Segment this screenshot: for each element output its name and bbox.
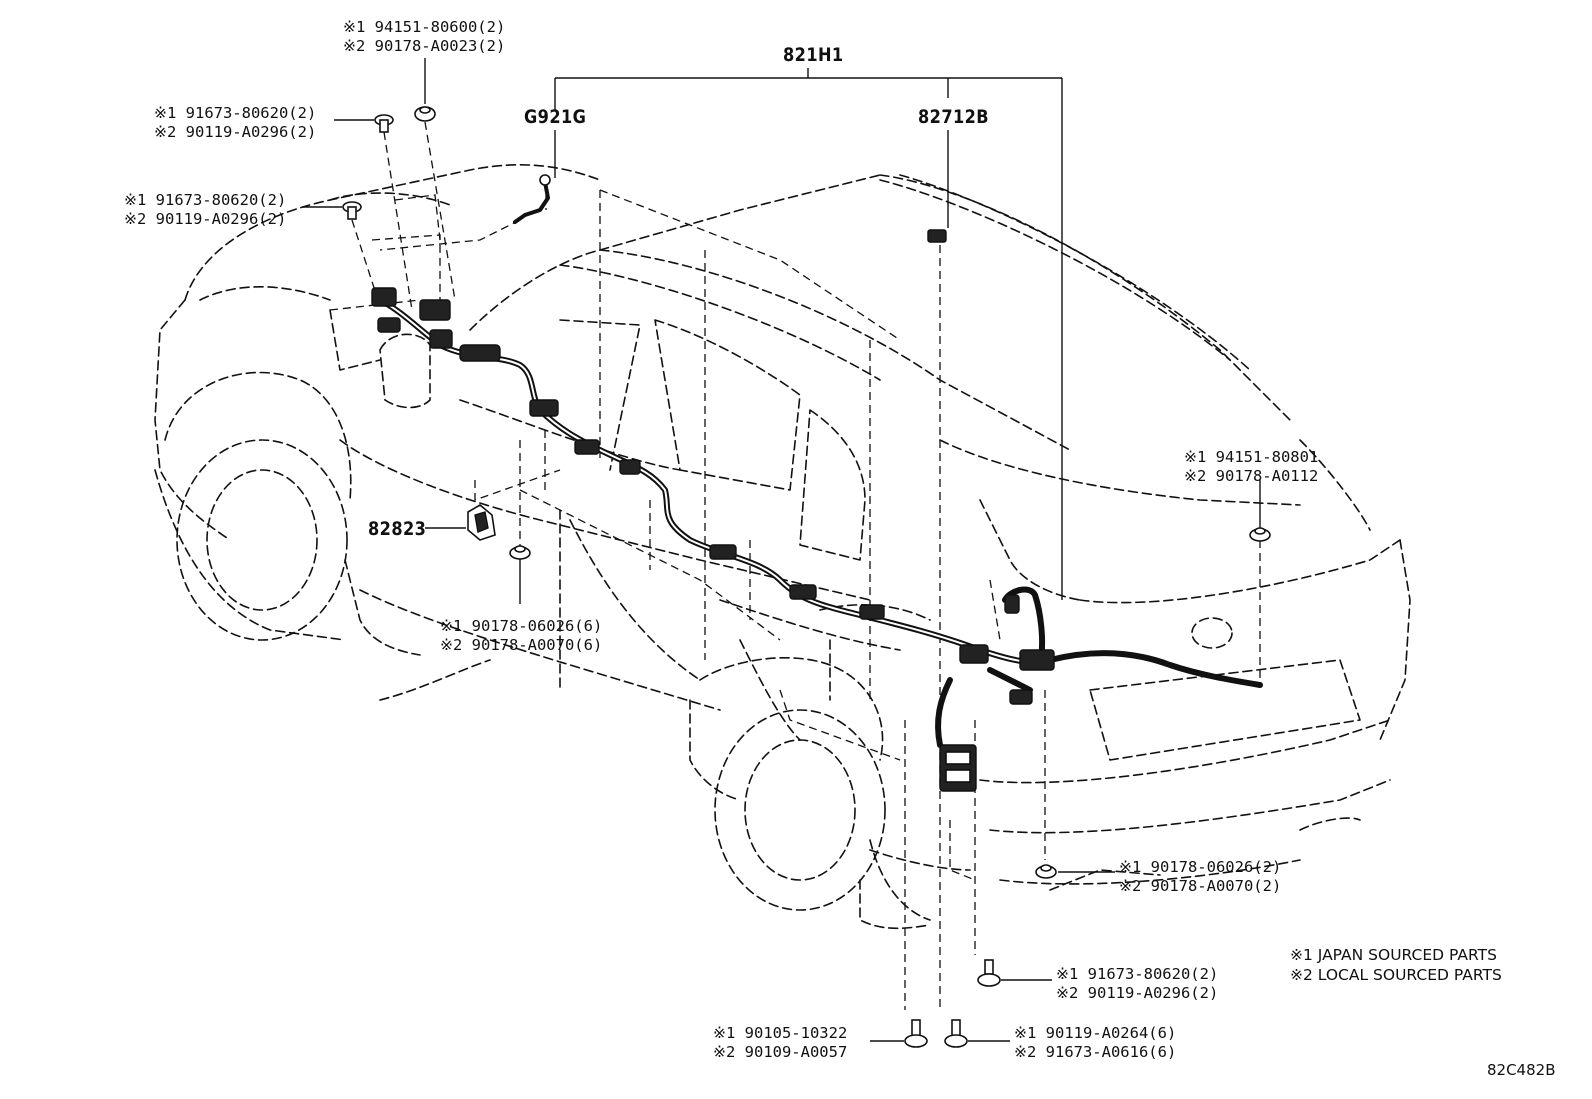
fastener-line-japan: ※1 90178-06026(2) bbox=[1119, 858, 1282, 876]
fastener-label-bottom-bolt-left: ※1 90105-10322 ※2 90109-A0057 bbox=[713, 1024, 847, 1062]
wire-harness-821H1 bbox=[371, 287, 1263, 792]
bolt-bottom-right-icon bbox=[944, 1019, 968, 1048]
fastener-line-local: ※2 90119-A0296(2) bbox=[154, 123, 317, 141]
fastener-line-local: ※2 90119-A0296(2) bbox=[1056, 984, 1219, 1002]
label-connector-82712B: 82712B bbox=[918, 106, 990, 128]
fastener-line-local: ※2 90178-A0112 bbox=[1184, 467, 1319, 485]
fastener-label-bumper-clip: ※1 90178-06026(2) ※2 90178-A0070(2) bbox=[1119, 858, 1281, 896]
fastener-line-local: ※2 90109-A0057 bbox=[713, 1043, 848, 1061]
fastener-line-japan: ※1 91673-80620(2) bbox=[124, 191, 287, 209]
bolt-bottom-left-icon bbox=[904, 1019, 928, 1048]
fastener-line-japan: ※1 91673-80620(2) bbox=[154, 104, 317, 122]
bracket-82823-icon bbox=[467, 504, 496, 541]
bolt-lower-icon bbox=[977, 959, 1001, 987]
fastener-label-floor-clip: ※1 90178-06026(6) ※2 90178-A0070(6) bbox=[440, 617, 602, 655]
label-harness-821H1: 821H1 bbox=[783, 44, 844, 66]
bolt-top-a-icon bbox=[374, 114, 394, 133]
fastener-line-japan: ※1 94151-80801 bbox=[1184, 448, 1319, 466]
leader-lines bbox=[302, 58, 1261, 1042]
label-ground-wire-G921G: G921G bbox=[524, 106, 587, 128]
fastener-label-top-clip: ※1 94151-80600(2) ※2 90178-A0023(2) bbox=[343, 18, 505, 56]
legend: ※1 JAPAN SOURCED PARTS ※2 LOCAL SOURCED … bbox=[1290, 945, 1502, 985]
fastener-line-japan: ※1 91673-80620(2) bbox=[1056, 965, 1219, 983]
fastener-line-local: ※2 91673-A0616(6) bbox=[1014, 1043, 1177, 1061]
fastener-line-japan: ※1 94151-80600(2) bbox=[343, 18, 506, 36]
fastener-line-local: ※2 90178-A0070(6) bbox=[440, 636, 603, 654]
fastener-label-rear-clip: ※1 94151-80801 ※2 90178-A0112 bbox=[1184, 448, 1318, 486]
ground-wire-G921G-icon bbox=[513, 174, 551, 224]
clip-bumper-icon bbox=[1035, 864, 1057, 879]
fastener-line-japan: ※1 90105-10322 bbox=[713, 1024, 848, 1042]
label-bracket-82823: 82823 bbox=[368, 518, 427, 540]
fastener-line-japan: ※1 90119-A0264(6) bbox=[1014, 1024, 1177, 1042]
legend-japan-sourced: ※1 JAPAN SOURCED PARTS bbox=[1290, 946, 1497, 964]
assembly-guide-lines bbox=[329, 121, 1261, 1010]
fastener-line-japan: ※1 90178-06026(6) bbox=[440, 617, 603, 635]
connector-82712B-icon bbox=[927, 229, 947, 243]
fastener-label-top-bolt-b: ※1 91673-80620(2) ※2 90119-A0296(2) bbox=[124, 191, 286, 229]
legend-local-sourced: ※2 LOCAL SOURCED PARTS bbox=[1290, 966, 1502, 984]
diagram-code: 82C482B bbox=[1487, 1061, 1556, 1079]
clip-top-icon bbox=[414, 106, 436, 122]
fastener-line-local: ※2 90119-A0296(2) bbox=[124, 210, 287, 228]
bolt-top-b-icon bbox=[342, 201, 362, 220]
fastener-label-bottom-bolt-right: ※1 90119-A0264(6) ※2 91673-A0616(6) bbox=[1014, 1024, 1176, 1062]
fastener-label-top-bolt-a: ※1 91673-80620(2) ※2 90119-A0296(2) bbox=[154, 104, 316, 142]
fastener-label-lower-bolt: ※1 91673-80620(2) ※2 90119-A0296(2) bbox=[1056, 965, 1218, 1003]
fastener-line-local: ※2 90178-A0023(2) bbox=[343, 37, 506, 55]
fastener-line-local: ※2 90178-A0070(2) bbox=[1119, 877, 1282, 895]
car-body-outline bbox=[154, 164, 1411, 930]
clip-floor-icon bbox=[509, 545, 531, 560]
clip-rear-icon bbox=[1249, 527, 1271, 542]
